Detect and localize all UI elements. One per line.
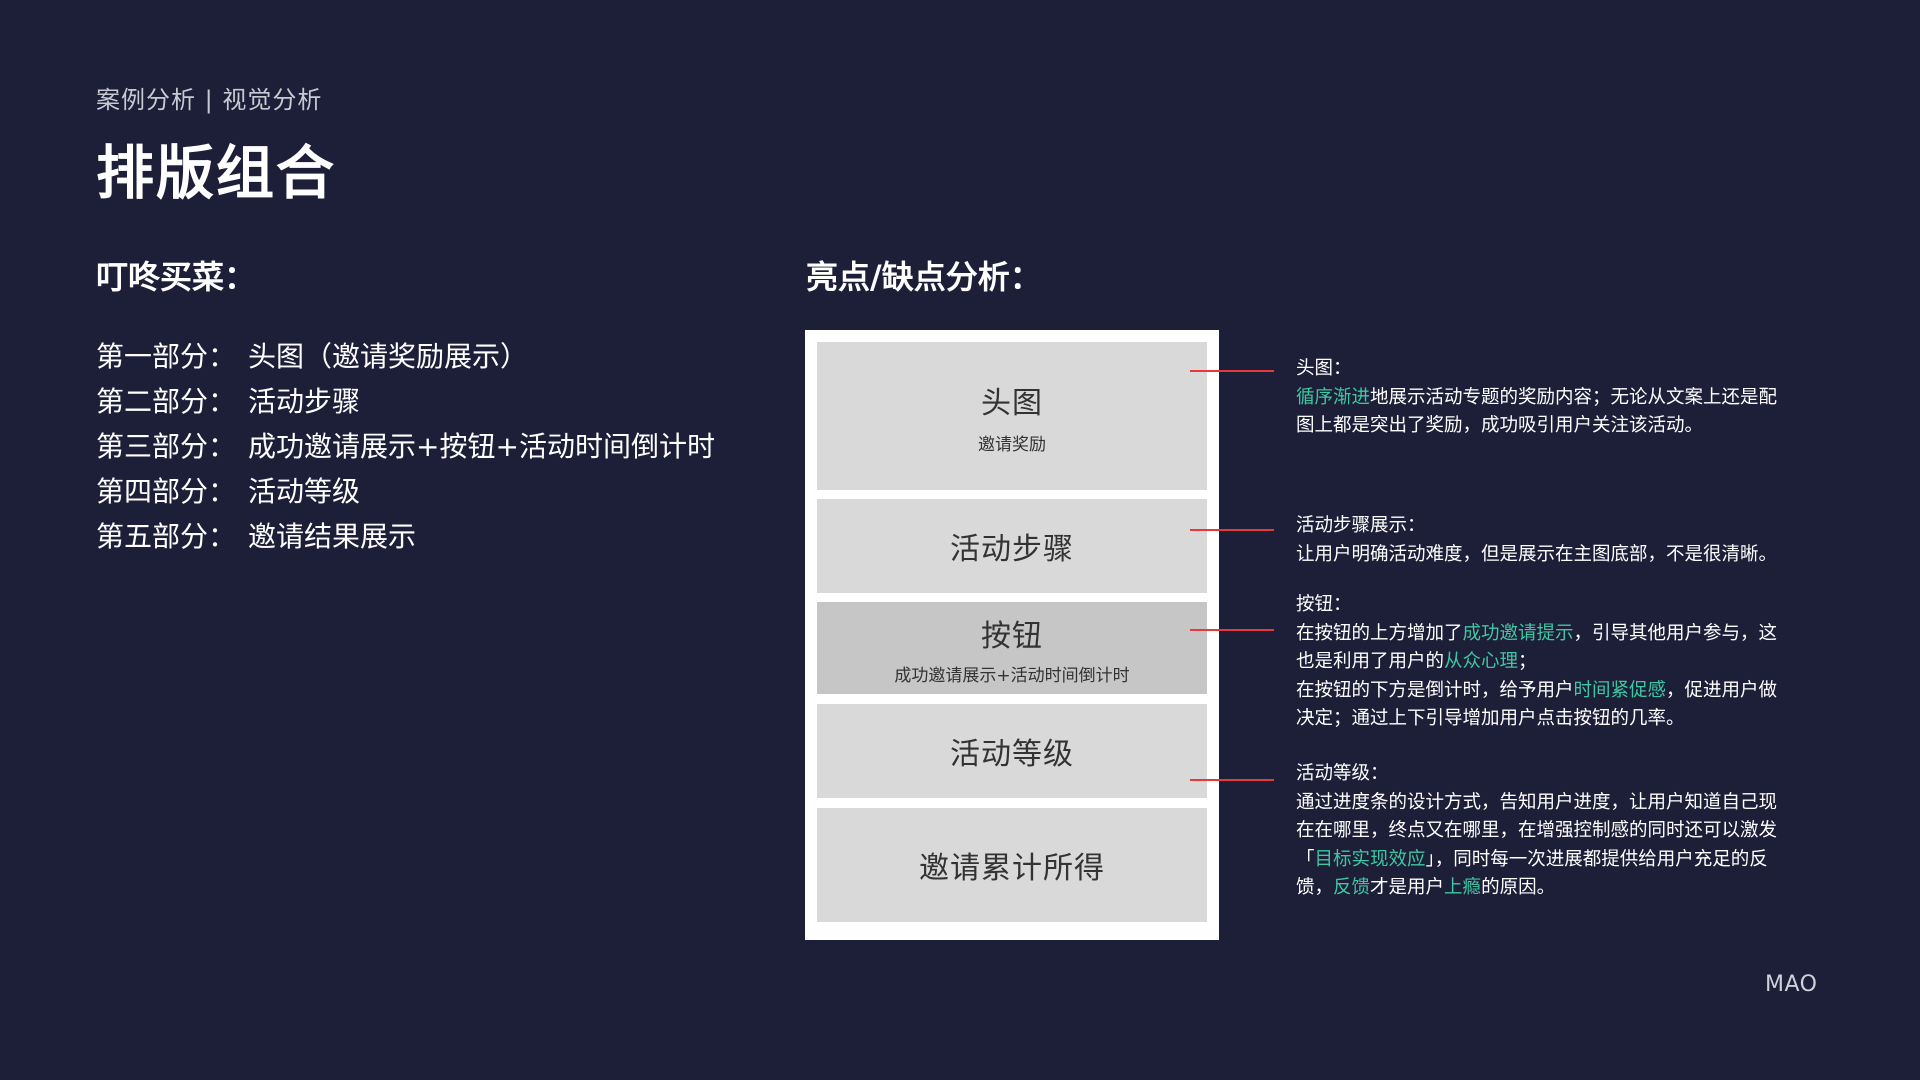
note-line: 决定；通过上下引导增加用户点击按钮的几率。 [1296,708,1685,729]
note-title: 活动步骤展示： [1296,515,1426,536]
highlight-text: 循序渐进 [1296,386,1371,408]
note-text: 馈， [1296,877,1334,898]
connector-line-steps [1190,529,1274,531]
block-title: 活动步骤 [950,532,1074,567]
part-separator: ： [208,385,237,418]
block-title: 邀请累计所得 [919,851,1105,886]
page-title: 排版组合 [96,139,337,207]
highlight-text: 目标实现效应 [1314,848,1426,870]
block-title: 活动等级 [950,737,1074,772]
note-line: 在按钮的下方是倒计时，给予用户时间紧促感，促进用户做 [1296,677,1836,706]
note-text: 也是利用了用户的 [1296,651,1445,672]
note-line: 也是利用了用户的从众心理； [1296,648,1836,677]
wireframe-block-steps: 活动步骤 [817,499,1207,593]
note-text: ； [1518,651,1537,672]
note-line: 让用户明确活动难度，但是展示在主图底部，不是很清晰。 [1296,543,1778,565]
note-text: 的原因。 [1481,877,1556,898]
part-desc: 邀请结果展示 [248,520,417,553]
part-desc: 成功邀请展示+按钮+活动时间倒计时 [248,430,715,463]
note-text: ，促进用户做 [1666,679,1778,701]
part-item-2: 第二部分： 活动步骤 [96,379,715,424]
highlight-text: 时间紧促感 [1573,679,1667,701]
note-text: ，引导其他用户参与，这 [1573,622,1778,644]
case-heading: 叮咚买菜： [96,258,257,296]
note-text: 地展示活动专题的奖励内容；无论从文案上还是配 [1370,386,1778,408]
highlight-text: 成功邀请提示 [1462,622,1574,644]
connector-line-header [1190,370,1274,372]
connector-line-level [1190,779,1274,781]
block-subtitle: 成功邀请展示+活动时间倒计时 [894,665,1130,686]
highlight-text: 上瘾 [1444,877,1482,898]
connector-line-button [1190,629,1274,631]
note-text: 「 [1296,848,1315,870]
part-separator: ： [208,520,237,553]
breadcrumb: 案例分析 | 视觉分析 [96,86,323,114]
part-desc: 活动步骤 [248,385,361,418]
wireframe-block-header: 头图 邀请奖励 [817,342,1207,490]
wireframe-block-result: 邀请累计所得 [817,808,1207,922]
part-label: 第一部分 [96,340,209,373]
wireframe-block-button: 按钮 成功邀请展示+活动时间倒计时 [817,602,1207,694]
wireframe-block-level: 活动等级 [817,704,1207,798]
block-title: 按钮 [981,618,1043,654]
page-wireframe: 头图 邀请奖励 活动步骤 按钮 成功邀请展示+活动时间倒计时 活动等级 邀请累计… [805,330,1219,940]
note-title: 活动等级： [1296,763,1389,784]
analysis-heading: 亮点/缺点分析： [806,258,1042,296]
note-line: 在在哪里，终点又在哪里，在增强控制感的同时还可以激发 [1296,820,1778,841]
part-separator: ： [208,475,237,508]
note-title: 头图： [1296,358,1352,379]
note-text: 在按钮的下方是倒计时，给予用户 [1296,679,1574,701]
note-level: 活动等级： 通过进度条的设计方式，告知用户进度，让用户知道自己现 在在哪里，终点… [1296,760,1836,903]
part-item-4: 第四部分： 活动等级 [96,469,715,514]
note-line: 在按钮的上方增加了成功邀请提示，引导其他用户参与，这 [1296,620,1836,649]
note-text: 才是用户 [1370,877,1445,898]
part-label: 第五部分 [96,520,209,553]
note-steps: 活动步骤展示： 让用户明确活动难度，但是展示在主图底部，不是很清晰。 [1296,512,1836,569]
parts-list: 第一部分：头图（邀请奖励展示） 第二部分：活动步骤 第三部分：成功邀请展示+按钮… [96,334,715,559]
note-text: 在按钮的上方增加了 [1296,622,1463,644]
block-title: 头图 [981,385,1043,421]
part-separator: ： [208,430,237,463]
part-desc: 头图（邀请奖励展示） [248,340,529,373]
note-line: 「目标实现效应」，同时每一次进展都提供给用户充足的反 [1296,846,1836,875]
note-line: 通过进度条的设计方式，告知用户进度，让用户知道自己现 [1296,791,1778,813]
part-item-5: 第五部分： 邀请结果展示 [96,514,715,559]
part-label: 第四部分 [96,475,209,508]
note-text: 」，同时每一次进展都提供给用户充足的反 [1425,848,1768,870]
part-label: 第三部分 [96,430,209,463]
note-button: 按钮： 在按钮的上方增加了成功邀请提示，引导其他用户参与，这 也是利用了用户的从… [1296,591,1836,734]
note-line: 馈，反馈才是用户上瘾的原因。 [1296,874,1836,903]
note-line: 循序渐进地展示活动专题的奖励内容；无论从文案上还是配 [1296,384,1836,413]
part-label: 第二部分 [96,385,209,418]
block-subtitle: 邀请奖励 [978,434,1046,455]
part-item-3: 第三部分： 成功邀请展示+按钮+活动时间倒计时 [96,424,715,469]
note-line: 图上都是突出了奖励，成功吸引用户关注该活动。 [1296,415,1704,436]
note-header: 头图： 循序渐进地展示活动专题的奖励内容；无论从文案上还是配 图上都是突出了奖励… [1296,355,1836,441]
part-separator: ： [208,340,237,373]
highlight-text: 从众心理 [1444,651,1519,672]
highlight-text: 反馈 [1333,877,1371,898]
part-desc: 活动等级 [248,475,361,508]
author-signature: MAO [1765,972,1818,997]
part-item-1: 第一部分： 头图（邀请奖励展示） [96,334,715,379]
note-title: 按钮： [1296,594,1352,615]
